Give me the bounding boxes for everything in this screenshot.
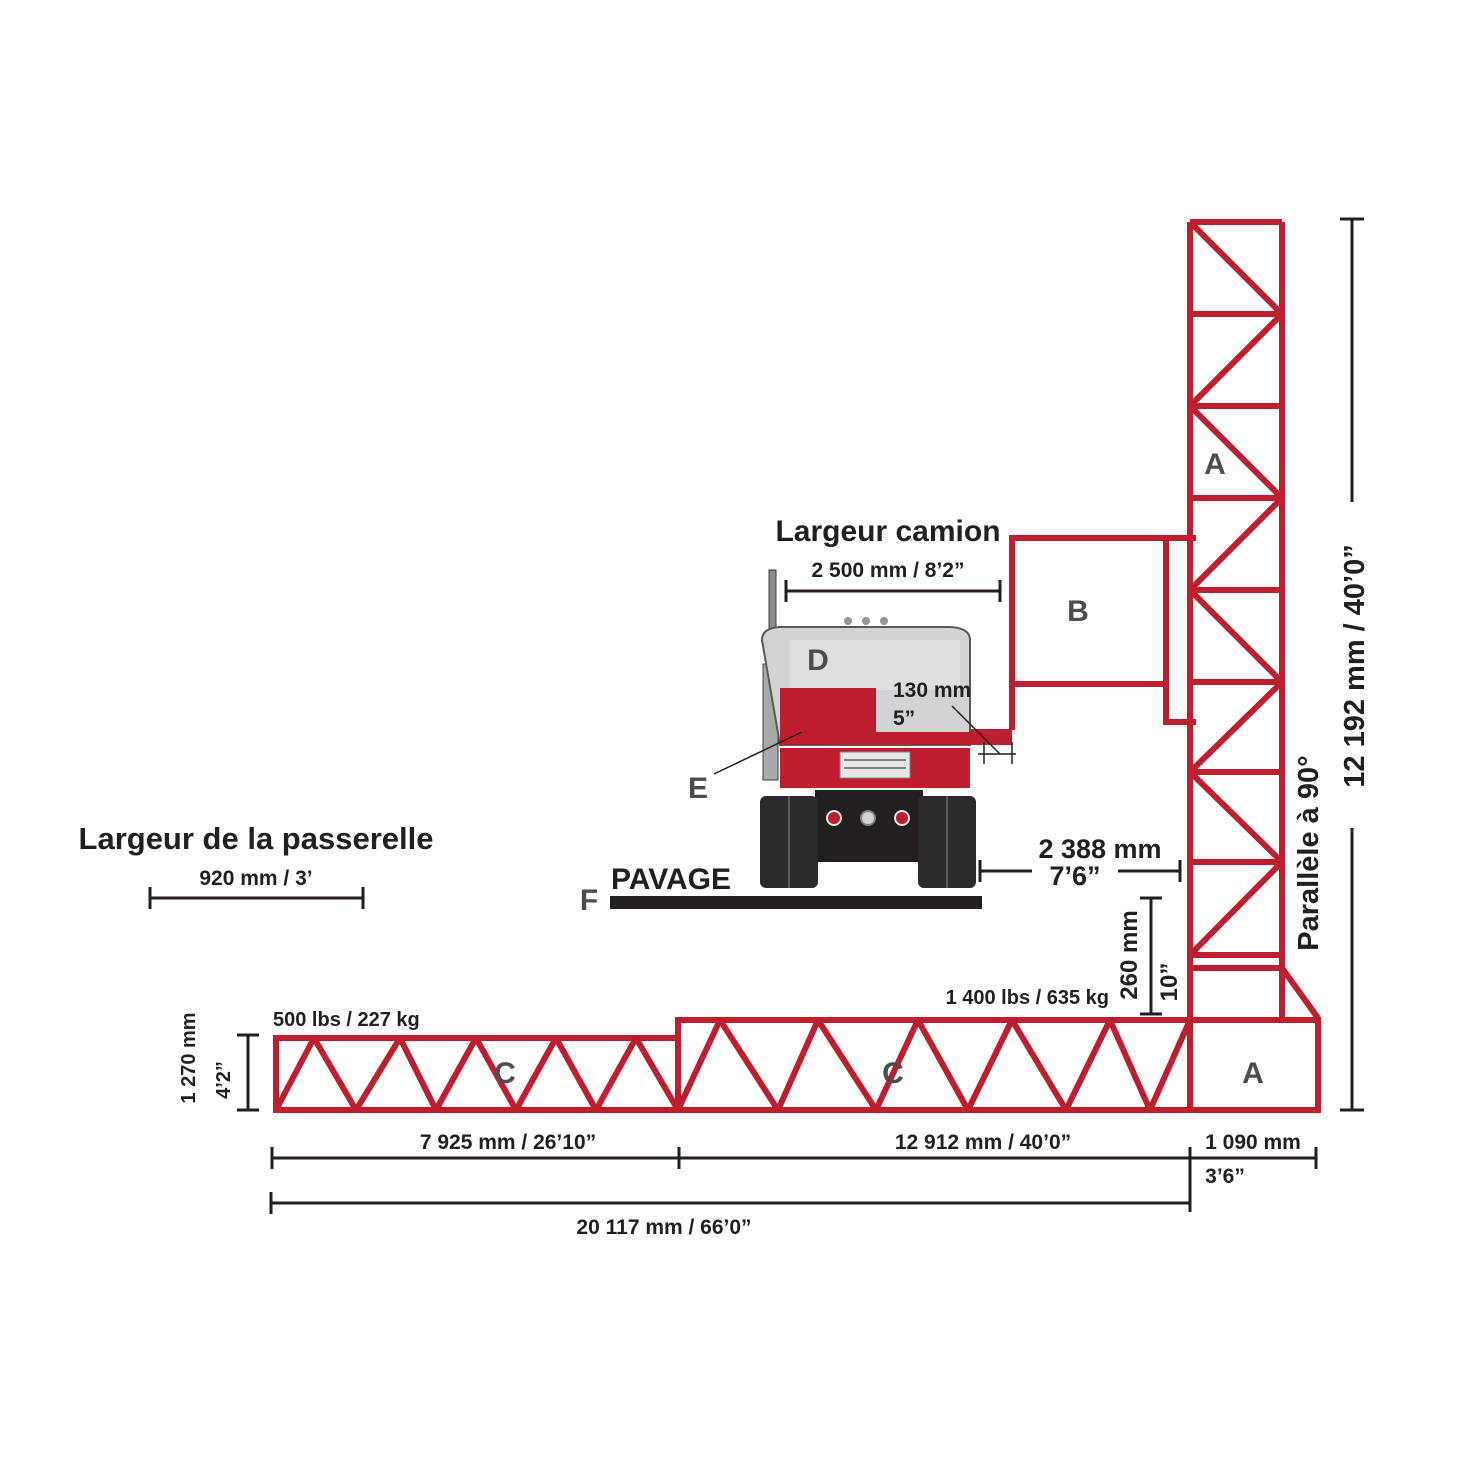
base-length-mm: 1 090 mm — [1205, 1131, 1301, 1154]
pavement-label: PAVAGE — [611, 863, 731, 896]
reach-mm: 2 388 mm — [1038, 834, 1161, 864]
gap-mm: 130 mm — [893, 679, 971, 702]
label-base-a: A — [1242, 1057, 1264, 1090]
truck — [760, 569, 1012, 888]
pavement-line — [610, 896, 982, 909]
label-cab-d: D — [807, 644, 829, 677]
label-ground-f: F — [580, 884, 598, 917]
frame-pointer — [713, 731, 803, 775]
load-near: 1 400 lbs / 635 kg — [946, 987, 1109, 1009]
drop-dimension — [1140, 896, 1162, 1016]
walkway-width-dimension — [148, 887, 365, 909]
boom-segment-far — [273, 1035, 681, 1113]
boom-segment-near — [675, 1017, 1193, 1113]
truck-width-title: Largeur camion — [775, 515, 1000, 548]
mast-height: 12 192 mm / 40’0” — [1339, 544, 1371, 787]
seg2-length: 12 912 mm / 40’0” — [895, 1131, 1071, 1154]
base-length-ft: 3’6” — [1205, 1165, 1245, 1188]
label-boom-near-c: C — [882, 1057, 904, 1090]
drop-mm: 260 mm — [1116, 910, 1143, 999]
vertical-mast-truss — [1187, 219, 1321, 1020]
truck-width-value: 2 500 mm / 8’2” — [812, 559, 965, 582]
gap-in: 5” — [893, 707, 915, 730]
truck-frame — [780, 688, 1012, 745]
drop-in: 10” — [1156, 963, 1183, 1002]
boom-depth-dimension — [237, 1033, 259, 1112]
depth-mm: 1 270 mm — [178, 1012, 200, 1103]
truck-width-dimension — [784, 580, 1002, 602]
label-frame-e: E — [688, 772, 708, 805]
total-length: 20 117 mm / 66’0” — [576, 1216, 751, 1239]
label-platform-b: B — [1067, 595, 1089, 628]
total-length-dimension — [269, 1192, 1190, 1214]
reach-ft: 7’6” — [1049, 861, 1100, 891]
segment-length-dimension — [270, 1147, 1318, 1212]
seg1-length: 7 925 mm / 26’10” — [420, 1131, 596, 1154]
walkway-width-title: Largeur de la passerelle — [79, 821, 434, 856]
label-mast-a: A — [1204, 448, 1226, 481]
mast-height-dimension — [1340, 217, 1364, 1112]
load-far: 500 lbs / 227 kg — [273, 1009, 420, 1031]
reach-dimension — [978, 860, 1182, 882]
depth-ft: 4’2” — [213, 1061, 235, 1099]
walkway-width-value: 920 mm / 3’ — [199, 867, 312, 890]
label-boom-far-c: C — [494, 1057, 516, 1090]
gap-pointer — [951, 705, 1001, 755]
parallel-90: Parallèle à 90° — [1293, 755, 1325, 950]
